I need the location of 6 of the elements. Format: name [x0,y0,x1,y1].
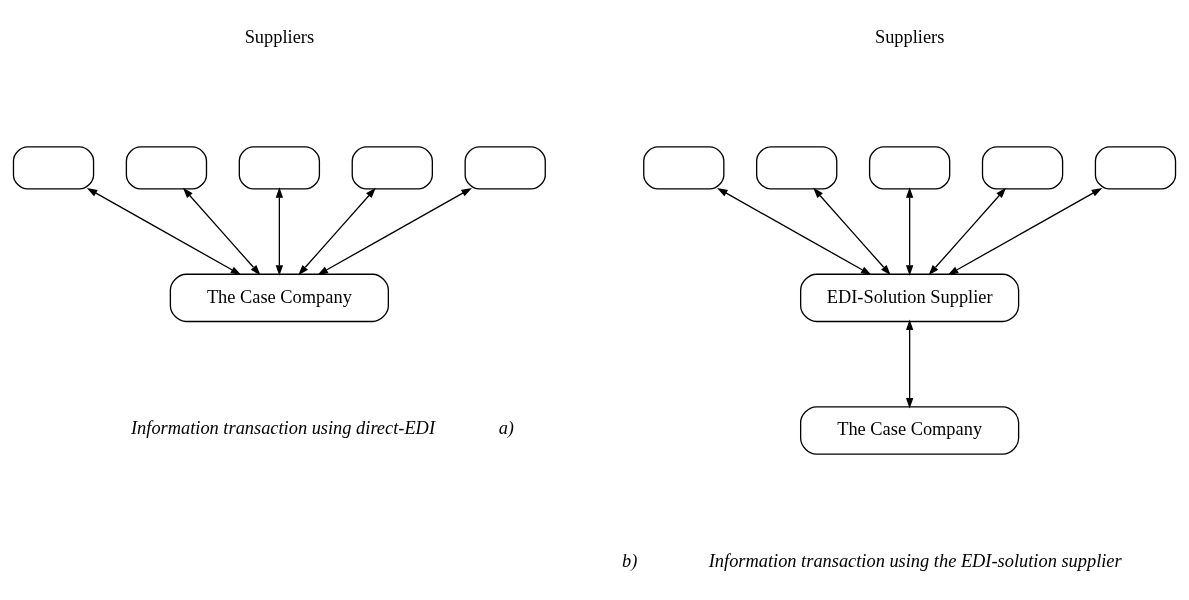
label: Information transaction using the EDI-solution supplier [708,550,1122,571]
label: Suppliers [244,26,315,47]
label: Suppliers [874,26,945,47]
label: a) [498,417,514,438]
label: Information transaction using direct-EDI [130,417,435,438]
label: b) [622,550,638,571]
